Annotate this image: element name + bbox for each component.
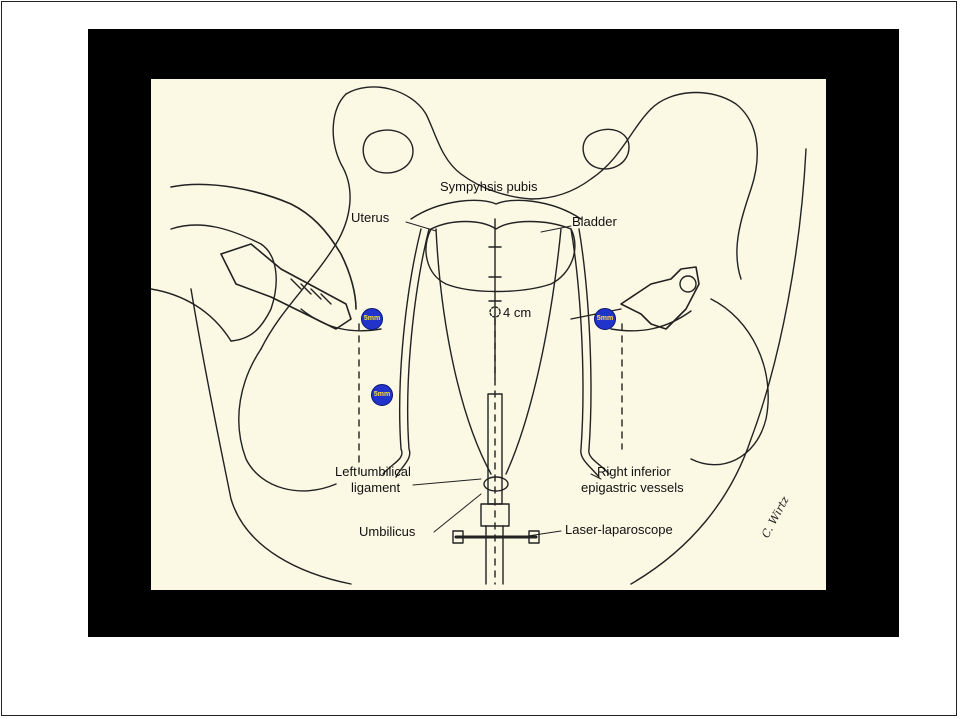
label-left-umbilical-1: Left umbilical <box>335 464 411 479</box>
leader-umbilicus <box>434 494 481 532</box>
hand-bottom <box>151 289 231 341</box>
pelvis-right-crest <box>651 93 757 279</box>
cord-right-1 <box>571 229 599 477</box>
port-badge-text: 5mm <box>372 391 392 399</box>
label-distance: 4 cm <box>503 305 531 320</box>
right-trocar-valve <box>680 276 696 292</box>
label-left-umbilical-2: ligament <box>351 480 400 495</box>
label-right-inferior-2: epigastric vessels <box>581 480 684 495</box>
pubic-arch <box>411 200 581 219</box>
leader-laparoscope <box>521 531 561 537</box>
pelvis-right-inner <box>531 109 651 199</box>
hand-thumb <box>171 225 276 341</box>
label-bladder: Bladder <box>572 214 617 229</box>
label-symphysis-pubis: Sympyhsis pubis <box>440 179 538 194</box>
body-contour-left <box>191 289 351 584</box>
obturator-right <box>583 129 629 169</box>
label-laser-laparoscope: Laser-laparoscope <box>565 522 673 537</box>
left-lower-lobe <box>239 349 336 491</box>
cord-left-1 <box>383 229 421 474</box>
pelvis-left-outer <box>261 94 350 349</box>
leader-bladder <box>541 226 571 232</box>
label-right-inferior-1: Right inferior <box>597 464 671 479</box>
label-umbilicus: Umbilicus <box>359 524 415 539</box>
port-badge-left-upper: 5mm <box>361 308 383 330</box>
obturator-left <box>363 130 413 173</box>
port-badge-text: 5mm <box>595 315 615 323</box>
left-trocar-spring <box>291 279 331 304</box>
port-badge-text: 5mm <box>362 315 382 323</box>
right-fold <box>611 311 691 331</box>
label-uterus: Uterus <box>351 210 389 225</box>
umbilical-ligament-left <box>436 229 491 474</box>
cord-right-2 <box>579 229 609 474</box>
right-lower-lobe <box>691 299 768 465</box>
leader-left-umbilical <box>413 479 481 485</box>
bladder-outline <box>426 222 575 292</box>
port-badge-left-lower: 5mm <box>371 384 393 406</box>
left-trocar-body <box>221 244 351 329</box>
illustration-drawing <box>151 79 826 590</box>
anatomical-illustration: Sympyhsis pubis Uterus Bladder 4 cm Left… <box>151 79 826 590</box>
umbilical-ligament-right <box>506 229 561 474</box>
port-badge-right: 5mm <box>594 308 616 330</box>
